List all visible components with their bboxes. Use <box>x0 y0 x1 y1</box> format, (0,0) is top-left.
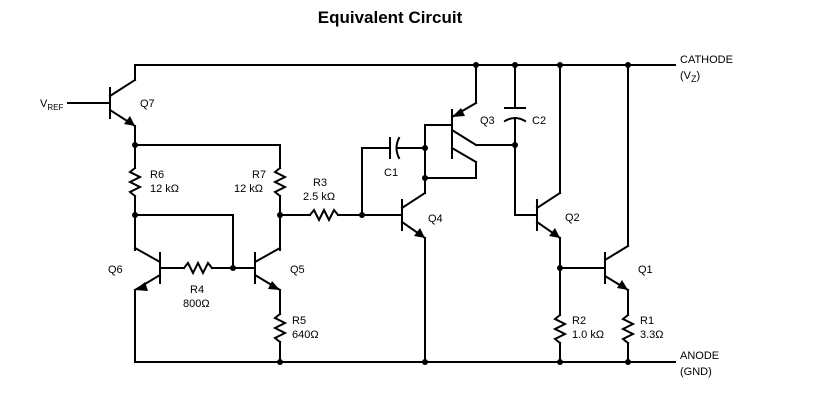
junction-dots <box>132 62 631 365</box>
r3-ref: R3 <box>313 177 327 189</box>
q5-label: Q5 <box>290 264 305 276</box>
resistor-r3 <box>279 207 403 223</box>
transistor-q5 <box>253 246 282 292</box>
q4-label: Q4 <box>428 213 443 225</box>
c2-label: C2 <box>532 115 546 127</box>
r5-ref: R5 <box>292 315 306 327</box>
capacitor-c1 <box>361 136 426 216</box>
resistor-r1 <box>620 313 636 363</box>
transistor-q2 <box>514 64 562 316</box>
r5-value: 640Ω <box>292 329 319 341</box>
r7-value: 12 kΩ <box>234 183 263 195</box>
r2-value: 1.0 kΩ <box>572 329 604 341</box>
r1-value: 3.3Ω <box>640 329 664 341</box>
r4-ref: R4 <box>190 284 204 296</box>
q2-label: Q2 <box>565 212 580 224</box>
resistor-r4 <box>159 260 256 276</box>
c1-label: C1 <box>384 167 398 179</box>
transistor-q4 <box>400 124 427 363</box>
r4-value: 800Ω <box>183 298 210 310</box>
transistor-q6 <box>133 246 162 363</box>
resistor-r7 <box>134 144 288 251</box>
q1-label: Q1 <box>638 264 653 276</box>
resistor-r2 <box>552 313 568 363</box>
r1-ref: R1 <box>640 315 654 327</box>
anode-label: ANODE <box>680 350 719 362</box>
q3-label: Q3 <box>480 115 495 127</box>
transistor-q3 <box>424 64 516 179</box>
r6-ref: R6 <box>150 169 164 181</box>
transistor-q1 <box>559 64 630 316</box>
anode-gnd-label: (GND) <box>680 366 712 378</box>
r3-value: 2.5 kΩ <box>303 191 335 203</box>
q6-label: Q6 <box>108 264 123 276</box>
cathode-vz-open: (V <box>680 70 692 82</box>
cathode-vz-label: (VZ) <box>680 70 700 84</box>
wire-r6-q5 <box>134 214 234 269</box>
capacitor-c2 <box>503 64 527 216</box>
vref-main: V <box>40 98 48 110</box>
r2-ref: R2 <box>572 315 586 327</box>
cathode-vz-subscript: Z <box>691 74 697 84</box>
cathode-vz-close: ) <box>697 70 701 82</box>
r6-value: 12 kΩ <box>150 183 179 195</box>
vref-label: VREF <box>40 98 63 112</box>
q7-label: Q7 <box>140 98 155 110</box>
resistor-r5 <box>272 289 288 363</box>
vref-subscript: REF <box>47 103 63 112</box>
cathode-label: CATHODE <box>680 54 733 66</box>
r7-ref: R7 <box>252 169 266 181</box>
diagram-title: Equivalent Circuit <box>317 8 463 27</box>
transistor-q7 <box>67 64 137 146</box>
resistor-r6 <box>127 144 143 216</box>
